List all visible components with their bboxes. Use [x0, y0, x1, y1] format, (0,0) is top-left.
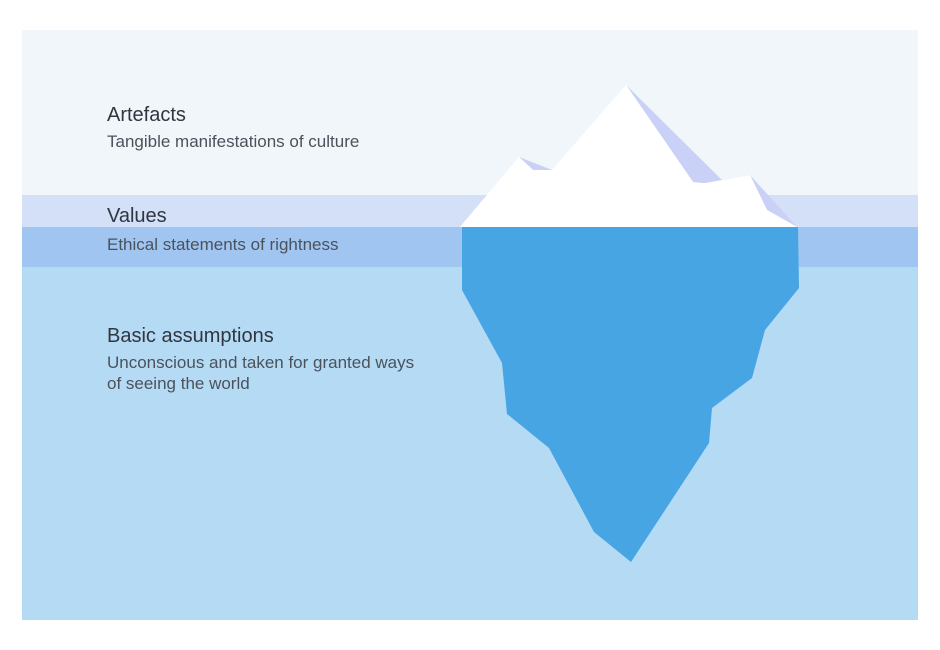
iceberg-shadow-left: [519, 157, 552, 170]
iceberg-graphic: [460, 85, 799, 562]
iceberg-tip-body: [460, 85, 797, 227]
assumptions-title: Basic assumptions: [107, 325, 274, 347]
values-title: Values: [107, 205, 167, 227]
values-label-block: Values Ethical statements of rightness: [107, 204, 427, 255]
iceberg-underwater: [462, 227, 799, 562]
values-description: Ethical statements of rightness: [107, 235, 339, 254]
artefacts-title: Artefacts: [107, 104, 186, 126]
assumptions-label-block: Basic assumptions Unconscious and taken …: [107, 324, 427, 394]
iceberg-diagram: Artefacts Tangible manifestations of cul…: [22, 30, 918, 620]
artefacts-label-block: Artefacts Tangible manifestations of cul…: [107, 103, 427, 152]
assumptions-description: Unconscious and taken for granted ways o…: [107, 353, 415, 393]
artefacts-description: Tangible manifestations of culture: [107, 132, 360, 151]
water-band: [22, 267, 918, 620]
